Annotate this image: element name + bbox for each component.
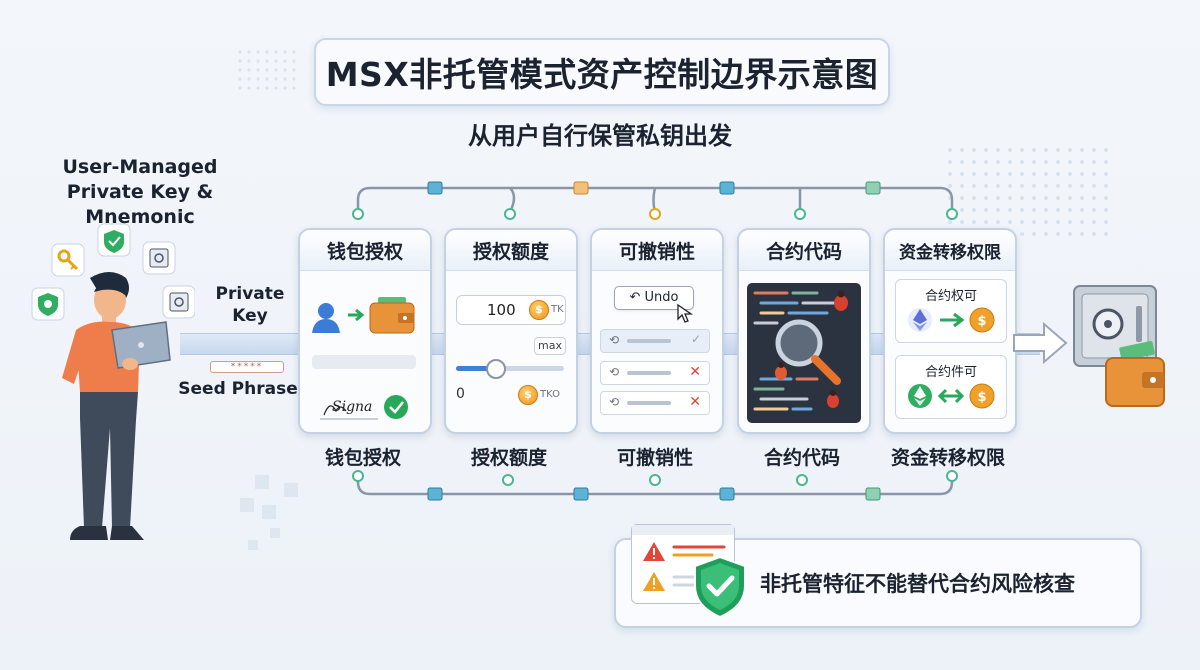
card-contract-code: 合约代码 xyxy=(737,228,871,434)
user-label-line1: User-Managed xyxy=(62,156,218,178)
vault-icon xyxy=(1073,285,1165,407)
label-allowance: 授权额度 xyxy=(470,447,547,469)
code-editor-panel xyxy=(747,283,861,423)
permission-title: 合约件可 xyxy=(924,365,977,380)
dollar-coin-icon: $ xyxy=(518,385,538,405)
top-connector-bus xyxy=(352,181,958,220)
shield-check-icon xyxy=(694,555,746,619)
private-key-label: Private Key xyxy=(200,283,300,327)
private-key-line2: Key xyxy=(232,306,268,326)
card-title: 钱包授权 xyxy=(300,230,430,271)
safe-icon xyxy=(162,285,195,319)
dollar-coin-icon: $ xyxy=(969,383,995,409)
max-button[interactable]: max xyxy=(534,337,566,355)
close-icon[interactable]: ✕ xyxy=(689,364,701,380)
page-subtitle: 从用户自行保管私钥出发 xyxy=(468,122,732,150)
label-fund-transfer-permission: 资金转移权限 xyxy=(890,447,1005,469)
card-title: 可撤销性 xyxy=(592,230,722,271)
callout-text: 非托管特征不能替代合约风险核查 xyxy=(760,572,1075,596)
laptop-icon xyxy=(111,321,171,369)
seed-phrase-mask: ***** xyxy=(210,361,284,373)
bottom-connector-bus xyxy=(352,470,958,501)
dollar-coin-icon: $ xyxy=(969,307,995,333)
dollar-coin-icon: $ xyxy=(529,300,549,320)
label-wallet-authorization: 钱包授权 xyxy=(324,447,401,469)
card-revocability: 可撤销性 ↶ Undo ⟲ ✓ ⟲ ✕ ⟲ ✕ xyxy=(590,228,724,434)
magnifier-icon xyxy=(775,319,841,385)
undo-button[interactable]: ↶ Undo xyxy=(614,286,694,310)
key-icon xyxy=(51,243,85,277)
safe-icon xyxy=(142,241,176,275)
gear-shield-icon xyxy=(31,287,65,321)
wallet-auth-illustration: Signa xyxy=(312,297,416,420)
wallet-icon xyxy=(369,297,415,334)
user-managed-label: User-Managed Private Key & Mnemonic xyxy=(10,155,270,230)
check-icon: ✓ xyxy=(690,332,701,346)
slider-handle[interactable] xyxy=(485,359,506,379)
permission-box: 合约权可 $ xyxy=(895,279,1007,343)
bug-icon xyxy=(775,290,848,408)
close-icon[interactable]: ✕ xyxy=(689,394,701,410)
card-fund-transfer-permission: 资金转移权限 合约权可 $ 合约件可 xyxy=(883,228,1017,434)
signature-text: Signa xyxy=(332,399,372,415)
token-unit: TK xyxy=(551,304,564,315)
ethereum-icon xyxy=(908,384,932,408)
min-value: 0 xyxy=(456,386,465,402)
svg-text:$: $ xyxy=(977,390,986,405)
check-circle-icon xyxy=(384,395,408,419)
user-person-illustration xyxy=(62,272,171,540)
history-icon: ⟲ xyxy=(609,333,620,347)
user-avatar-icon xyxy=(312,303,340,333)
floating-security-icons xyxy=(31,223,195,321)
cursor-icon xyxy=(677,303,694,323)
allowance-amount-input[interactable]: 100 $ TK xyxy=(456,295,566,325)
arrow-to-vault-icon xyxy=(1013,321,1068,365)
ethereum-icon xyxy=(908,308,932,332)
label-revocability: 可撤销性 xyxy=(616,447,693,469)
shield-check-icon xyxy=(97,223,131,257)
slider-fill xyxy=(456,366,494,371)
history-icon: ⟲ xyxy=(609,365,620,379)
card-title: 合约代码 xyxy=(739,230,869,271)
private-key-line1: Private xyxy=(215,284,285,304)
permission-box: 合约件可 $ xyxy=(895,355,1007,419)
card-title: 资金转移权限 xyxy=(885,230,1015,271)
svg-text:$: $ xyxy=(977,314,986,329)
permission-title: 合约权可 xyxy=(924,289,977,304)
min-token-unit: TKO xyxy=(540,389,560,400)
bidirectional-arrow-icon xyxy=(937,388,965,404)
seed-phrase-label: Seed Phrase xyxy=(178,379,298,399)
card-title: 授权额度 xyxy=(446,230,576,271)
history-icon: ⟲ xyxy=(609,395,620,409)
card-wallet-authorization: 钱包授权 Signa xyxy=(298,228,432,434)
arrow-right-icon xyxy=(940,312,965,328)
warning-icon xyxy=(643,542,665,591)
history-row[interactable]: ⟲ ✕ xyxy=(600,391,710,415)
allowance-slider[interactable] xyxy=(456,366,564,371)
history-row[interactable]: ⟲ ✓ xyxy=(600,329,710,353)
arrow-right-icon xyxy=(348,308,365,322)
label-contract-code: 合约代码 xyxy=(763,447,840,469)
history-row[interactable]: ⟲ ✕ xyxy=(600,361,710,385)
allowance-amount: 100 xyxy=(487,301,516,319)
page-title: MSX非托管模式资产控制边界示意图 xyxy=(314,38,890,106)
card-allowance: 授权额度 100 $ TK max 0 $ TKO xyxy=(444,228,578,434)
user-label-line2: Private Key & Mnemonic xyxy=(66,181,214,228)
